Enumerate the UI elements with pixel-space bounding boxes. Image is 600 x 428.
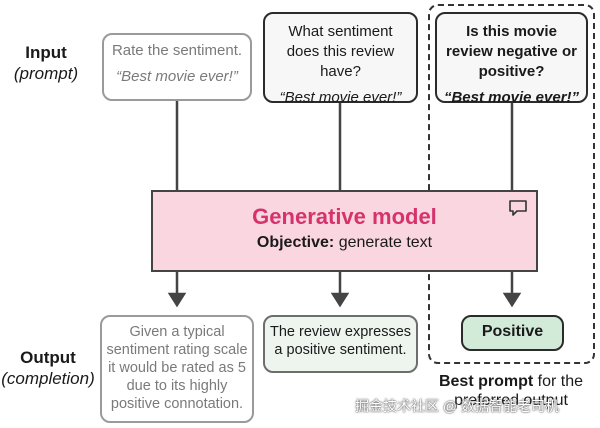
output-label-main: Output [20, 348, 76, 367]
output-box-1: Given a typical sentiment rating scale i… [100, 315, 254, 423]
prompt-quote-1: “Best movie ever!” [116, 68, 238, 85]
best-prompt-caption: Best prompt for the preferred output [436, 372, 586, 410]
model-objective: Objective: generate text [153, 234, 536, 252]
chat-bubble-icon [509, 200, 527, 216]
prompt-box-1: Rate the sentiment. “Best movie ever!” [102, 33, 252, 101]
arrowhead-output-1 [167, 292, 187, 308]
output-text-1: Given a typical sentiment rating scale i… [106, 324, 248, 412]
prompt-text-2: What sentiment does this review have? [286, 23, 395, 80]
best-prompt-outline [428, 4, 595, 364]
prompt-quote-3: “Best movie ever!” [443, 89, 580, 106]
best-prompt-caption-bold: Best prompt [438, 373, 534, 390]
prompt-text-1: Rate the sentiment. [111, 42, 243, 59]
prompt-box-3: Is this movie review negative or positiv… [435, 12, 588, 106]
output-label-sub: (completion) [1, 369, 95, 388]
generative-model-box: Generative model Objective: generate tex… [151, 190, 538, 272]
prompt-box-2: What sentiment does this review have? “B… [263, 12, 418, 106]
input-label-sub: (prompt) [13, 64, 79, 83]
model-objective-label: Objective: [256, 234, 335, 251]
input-label-main: Input [25, 43, 67, 62]
output-label: Output (completion) [0, 347, 96, 389]
output-box-best: Positive [461, 315, 564, 351]
output-box-2: The review expresses a positive sentimen… [263, 315, 418, 373]
arrowhead-output-3 [502, 292, 522, 308]
watermark: 掘金技术社区 @ 数据智能老司机 [355, 398, 559, 414]
prompt-quote-2: “Best movie ever!” [279, 89, 402, 106]
output-text-best: Positive [481, 323, 544, 340]
best-prompt-caption-rest: for the preferred output [454, 373, 584, 409]
output-text-2: The review expresses a positive sentimen… [269, 324, 412, 358]
model-objective-text: generate text [338, 234, 433, 251]
model-title: Generative model [252, 204, 437, 229]
arrowhead-output-2 [330, 292, 350, 308]
prompt-text-3: Is this movie review negative or positiv… [446, 23, 577, 80]
input-label: Input (prompt) [4, 42, 88, 84]
